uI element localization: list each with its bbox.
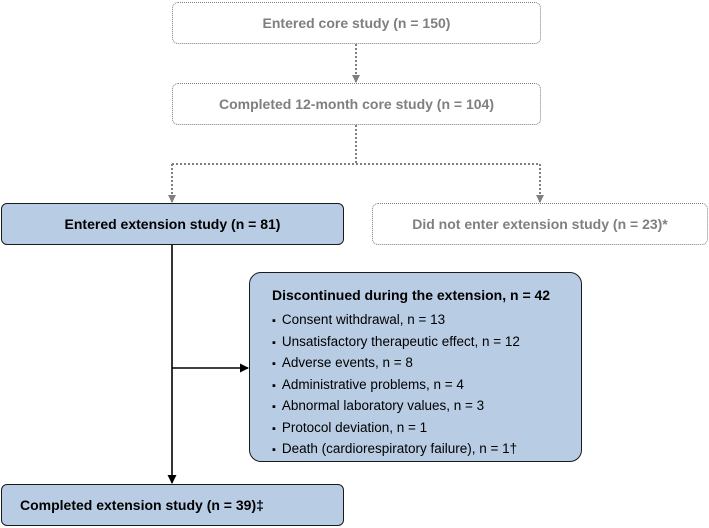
discontinued-box: Discontinued during the extension, n = 4… [249,272,582,462]
list-item: Adverse events, n = 8 [272,353,581,375]
did-not-enter-extension-label: Did not enter extension study (n = 23)* [412,216,668,232]
list-item: Abnormal laboratory values, n = 3 [272,396,581,418]
list-item: Unsatisfactory therapeutic effect, n = 1… [272,332,581,354]
entered-core-study-box: Entered core study (n = 150) [172,2,541,44]
completed-extension-study-box: Completed extension study (n = 39)‡ [1,484,344,526]
list-item: Death (cardiorespiratory failure), n = 1… [272,439,581,461]
list-item: Protocol deviation, n = 1 [272,418,581,440]
list-item: Consent withdrawal, n = 13 [272,310,581,332]
did-not-enter-extension-box: Did not enter extension study (n = 23)* [372,203,708,245]
entered-core-study-label: Entered core study (n = 150) [262,15,451,31]
entered-extension-study-box: Entered extension study (n = 81) [1,203,344,245]
discontinued-title: Discontinued during the extension, n = 4… [272,287,551,303]
completed-core-study-box: Completed 12-month core study (n = 104) [172,83,541,125]
list-item: Administrative problems, n = 4 [272,375,581,397]
completed-core-study-label: Completed 12-month core study (n = 104) [219,96,494,112]
entered-extension-study-label: Entered extension study (n = 81) [64,216,281,232]
completed-extension-study-label: Completed extension study (n = 39)‡ [20,497,264,513]
discontinued-reasons-list: Consent withdrawal, n = 13 Unsatisfactor… [272,310,581,461]
